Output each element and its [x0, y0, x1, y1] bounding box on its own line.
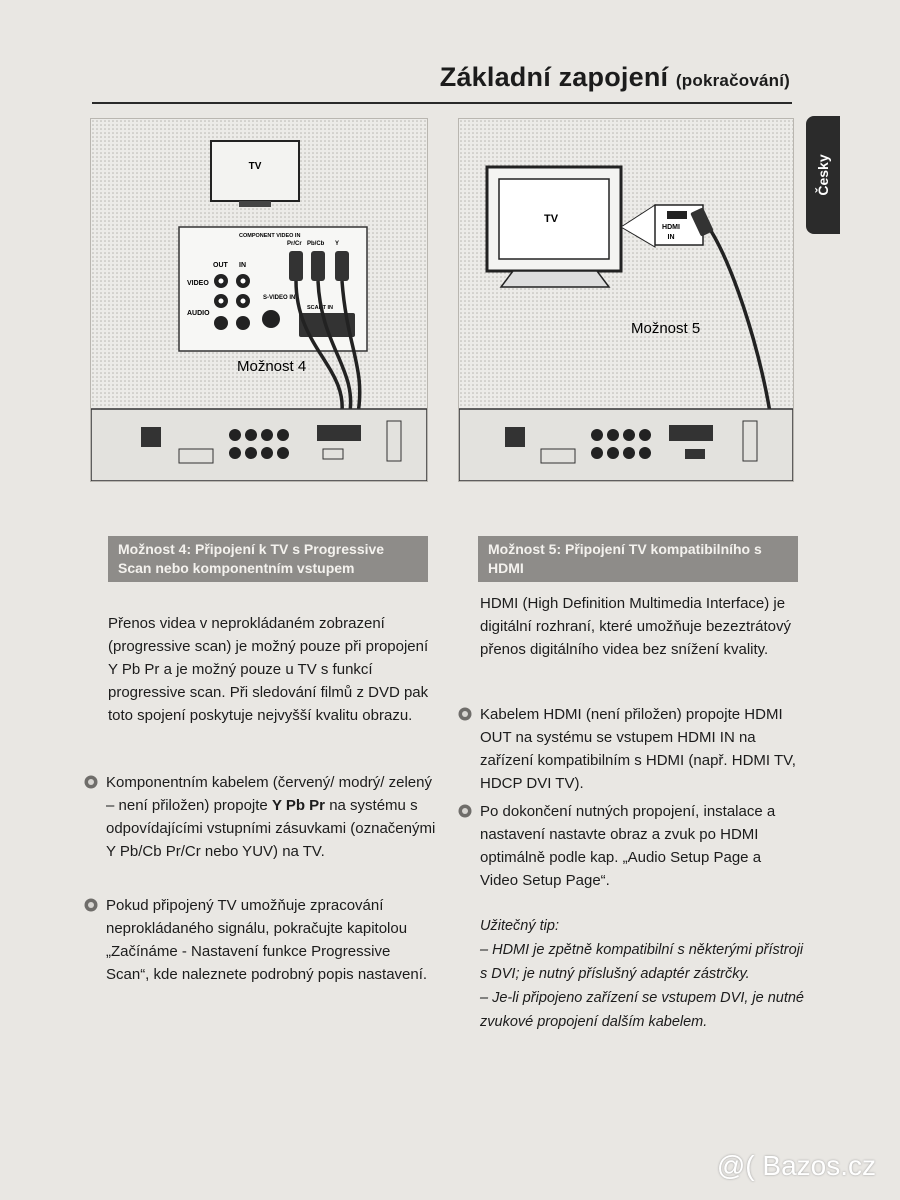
- option-5-step-1: Kabelem HDMI (není přiložen) propojte HD…: [458, 703, 800, 795]
- option-5-step-2: Po dokončení nutných propojení, instalac…: [458, 800, 800, 892]
- option-5-heading: Možnost 5: Připojení TV kompatibilního s…: [478, 536, 798, 582]
- svg-text:COMPONENT VIDEO IN: COMPONENT VIDEO IN: [239, 233, 300, 239]
- option-5-intro: HDMI (High Definition Multimedia Interfa…: [480, 595, 791, 658]
- diagram-option-5: TV HDMI IN Možnost 5: [459, 119, 793, 481]
- option-4-step-2: Pokud připojený TV umožňuje zpracování n…: [84, 894, 436, 986]
- svg-text:VIDEO: VIDEO: [187, 280, 209, 287]
- svg-text:IN: IN: [668, 234, 675, 241]
- diagram-option-4: TV COMPONENT VIDEO IN Pr/Cr Pb/Cb Y OUT …: [91, 119, 427, 481]
- svg-text:HDMI: HDMI: [662, 224, 680, 231]
- useful-tip: Užitečný tip: – HDMI je zpětně kompatibi…: [480, 914, 805, 1034]
- page-title: Základní zapojení (pokračování): [439, 62, 790, 92]
- step-bullet-icon: [84, 775, 98, 789]
- svg-text:Y: Y: [335, 241, 339, 247]
- tv-label: TV: [249, 161, 262, 172]
- svg-text:AUDIO: AUDIO: [187, 310, 210, 317]
- svg-text:S-VIDEO IN: S-VIDEO IN: [263, 295, 295, 301]
- header-rule: [92, 102, 792, 104]
- option-5-label: Možnost 5: [631, 320, 700, 337]
- tip-item: – HDMI je zpětně kompatibilní s některým…: [480, 942, 804, 982]
- step-bullet-icon: [84, 898, 98, 912]
- option-4-heading: Možnost 4: Připojení k TV s Progressive …: [108, 536, 428, 582]
- option-4-step-1: Komponentním kabelem (červený/ modrý/ ze…: [84, 771, 436, 863]
- watermark: @( Bazos.cz: [716, 1150, 876, 1181]
- svg-text:TV: TV: [544, 213, 559, 225]
- svg-text:Pb/Cb: Pb/Cb: [307, 241, 325, 247]
- svg-text:IN: IN: [239, 262, 246, 269]
- tip-item: – Je-li připojeno zařízení se vstupem DV…: [480, 990, 804, 1030]
- tip-title: Užitečný tip:: [480, 918, 559, 934]
- svg-text:OUT: OUT: [213, 262, 229, 269]
- option-4-label: Možnost 4: [237, 358, 306, 375]
- step-bullet-icon: [458, 707, 472, 721]
- figure-option-4: TV COMPONENT VIDEO IN Pr/Cr Pb/Cb Y OUT …: [90, 118, 428, 482]
- figure-option-5: TV HDMI IN Možnost 5: [458, 118, 794, 482]
- svg-text:Pr/Cr: Pr/Cr: [287, 241, 302, 247]
- tv-icon: [210, 140, 300, 202]
- option-4-intro: Přenos videa v neprokládaném zobrazení (…: [108, 615, 429, 724]
- step-bullet-icon: [458, 804, 472, 818]
- language-tab: Česky: [806, 116, 840, 234]
